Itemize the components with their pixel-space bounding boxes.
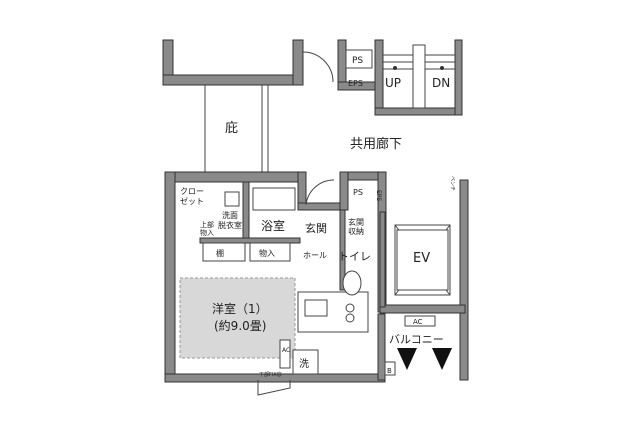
washroom-label: 脱衣室 bbox=[218, 220, 242, 230]
washer-box bbox=[292, 349, 319, 375]
western-room-label: 洋室（1） bbox=[212, 301, 268, 316]
entrance-storage-label: 収納 bbox=[348, 226, 364, 236]
vent-label: ベンチ bbox=[449, 176, 455, 191]
eps-top-label: EPS bbox=[348, 79, 363, 88]
fix-window bbox=[257, 380, 291, 396]
hall-label: ホール bbox=[303, 251, 327, 260]
western-room-floor bbox=[179, 277, 296, 359]
entrance-storage-label: 玄関 bbox=[348, 217, 364, 227]
washbasin bbox=[224, 191, 240, 207]
storage-label: 物入 bbox=[259, 248, 275, 258]
upper-storage-label: 上部 bbox=[200, 220, 214, 229]
toilet bbox=[342, 270, 362, 296]
balcony-drain-icon bbox=[432, 348, 452, 370]
sink bbox=[304, 299, 328, 317]
entrance-label: 玄関 bbox=[305, 221, 327, 235]
bathtub bbox=[252, 187, 296, 211]
balcony-drain-icon bbox=[397, 348, 417, 370]
ps-label: PS bbox=[353, 188, 363, 197]
ac-room-box bbox=[279, 339, 291, 369]
ev-label: EV bbox=[413, 251, 430, 266]
balcony-label: バルコニー bbox=[389, 333, 444, 346]
upper-storage-label: 物入 bbox=[200, 228, 214, 237]
washroom-label: 洗面 bbox=[222, 210, 238, 220]
b-label: B bbox=[387, 367, 392, 375]
ps-top-label: PS bbox=[352, 56, 363, 66]
ac-balcony-label: AC bbox=[413, 318, 423, 326]
shelf bbox=[202, 242, 246, 262]
toilet-label: トイレ bbox=[338, 250, 371, 263]
western-room-size: (約9.0畳) bbox=[214, 318, 266, 333]
washer-label: 洗 bbox=[299, 358, 309, 370]
storage bbox=[249, 242, 291, 262]
closet-label: ゼット bbox=[180, 196, 204, 206]
ps-top bbox=[345, 49, 373, 69]
bathroom-label: 浴室 bbox=[261, 218, 285, 233]
eps-label: EPS bbox=[375, 190, 382, 201]
eave-area bbox=[204, 51, 334, 172]
ac-room-label: AC bbox=[282, 347, 290, 354]
stairs bbox=[383, 44, 455, 109]
up-label: UP bbox=[385, 76, 401, 90]
unit-walls bbox=[164, 171, 469, 383]
eave-label: 庇 bbox=[225, 121, 238, 136]
corridor-label: 共用廊下 bbox=[350, 136, 402, 152]
closet-label: クロー bbox=[180, 187, 204, 196]
dn-label: DN bbox=[432, 76, 450, 90]
shelf-label: 棚 bbox=[216, 248, 224, 258]
fix-window-label: 下部FIX窓 bbox=[259, 371, 282, 378]
